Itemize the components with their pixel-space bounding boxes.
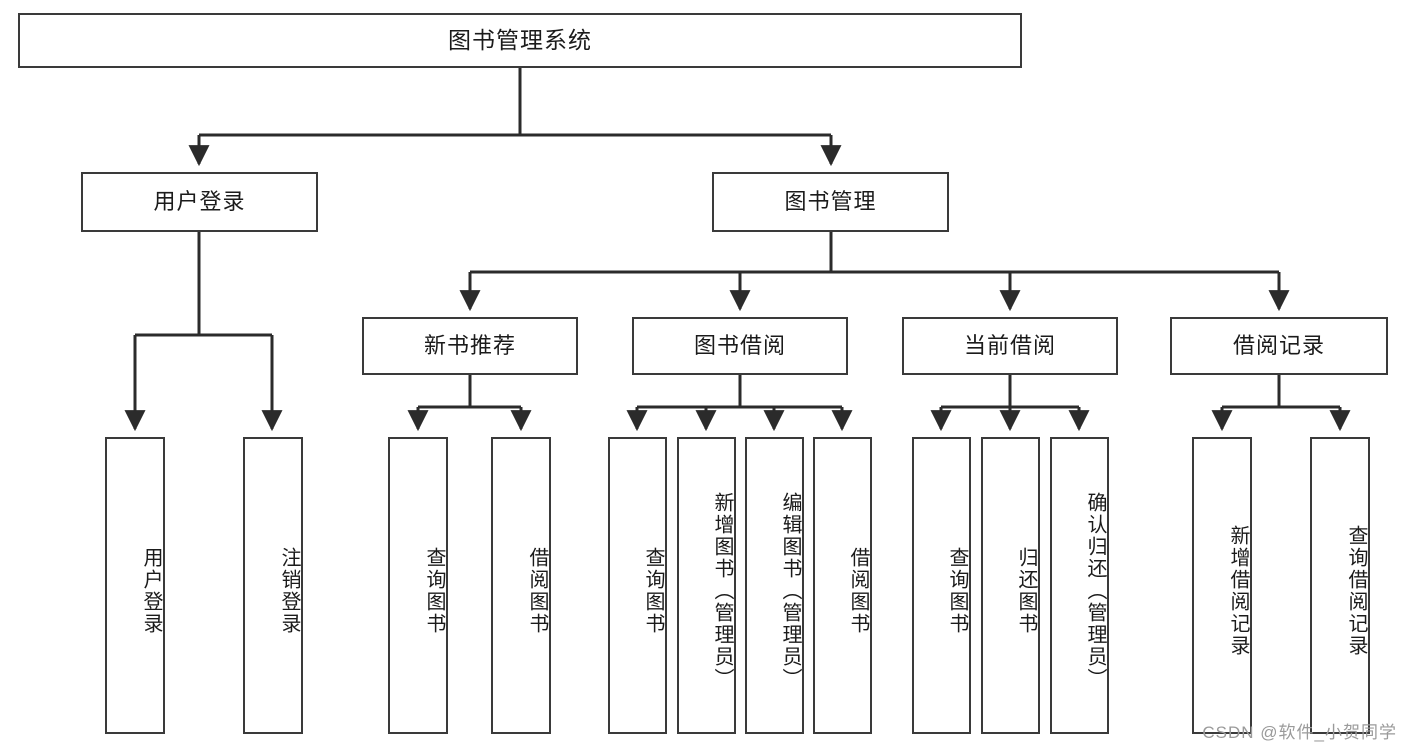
- leaf-query-book-1[interactable]: 查询图书: [388, 437, 448, 734]
- leaf-return-book-label: 归还图书: [1015, 546, 1037, 635]
- leaf-confirm-return-label: 确认归还（管理员）: [1084, 491, 1106, 690]
- leaf-confirm-return[interactable]: 确认归还（管理员）: [1050, 437, 1109, 734]
- node-new-book-recommend-label: 新书推荐: [423, 332, 516, 358]
- leaf-query-book-1-label: 查询图书: [423, 546, 445, 635]
- leaf-query-book-2[interactable]: 查询图书: [608, 437, 667, 734]
- leaf-add-book[interactable]: 新增图书（管理员）: [677, 437, 736, 734]
- leaf-query-record[interactable]: 查询借阅记录: [1310, 437, 1370, 734]
- node-borrow-record-label: 借阅记录: [1232, 332, 1325, 358]
- leaf-user-logout-label: 注销登录: [278, 546, 300, 635]
- leaf-borrow-book-1-label: 借阅图书: [526, 546, 548, 635]
- node-current-borrow[interactable]: 当前借阅: [902, 317, 1118, 375]
- node-book-borrow[interactable]: 图书借阅: [632, 317, 848, 375]
- leaf-borrow-book-2-label: 借阅图书: [847, 546, 869, 635]
- leaf-return-book[interactable]: 归还图书: [981, 437, 1040, 734]
- node-user-login-label: 用户登录: [153, 188, 246, 214]
- leaf-user-login-label: 用户登录: [140, 546, 162, 635]
- leaf-add-record[interactable]: 新增借阅记录: [1192, 437, 1252, 734]
- node-new-book-recommend[interactable]: 新书推荐: [362, 317, 578, 375]
- leaf-query-book-2-label: 查询图书: [642, 546, 664, 635]
- leaf-add-book-label: 新增图书（管理员）: [711, 491, 733, 690]
- node-user-login[interactable]: 用户登录: [81, 172, 318, 232]
- leaf-query-book-3-label: 查询图书: [946, 546, 968, 635]
- leaf-edit-book[interactable]: 编辑图书（管理员）: [745, 437, 804, 734]
- leaf-query-record-label: 查询借阅记录: [1345, 524, 1367, 657]
- leaf-add-record-label: 新增借阅记录: [1227, 524, 1249, 657]
- node-book-manage-label: 图书管理: [784, 188, 877, 214]
- node-borrow-record[interactable]: 借阅记录: [1170, 317, 1388, 375]
- leaf-user-logout[interactable]: 注销登录: [243, 437, 303, 734]
- leaf-user-login[interactable]: 用户登录: [105, 437, 165, 734]
- leaf-edit-book-label: 编辑图书（管理员）: [779, 491, 801, 690]
- node-book-manage[interactable]: 图书管理: [712, 172, 949, 232]
- leaf-borrow-book-1[interactable]: 借阅图书: [491, 437, 551, 734]
- node-book-borrow-label: 图书借阅: [693, 332, 786, 358]
- node-root-label: 图书管理系统: [448, 26, 592, 53]
- leaf-query-book-3[interactable]: 查询图书: [912, 437, 971, 734]
- watermark: CSDN @软件_小贺同学: [1202, 723, 1397, 742]
- leaf-borrow-book-2[interactable]: 借阅图书: [813, 437, 872, 734]
- node-root[interactable]: 图书管理系统: [18, 13, 1022, 68]
- node-current-borrow-label: 当前借阅: [963, 332, 1056, 358]
